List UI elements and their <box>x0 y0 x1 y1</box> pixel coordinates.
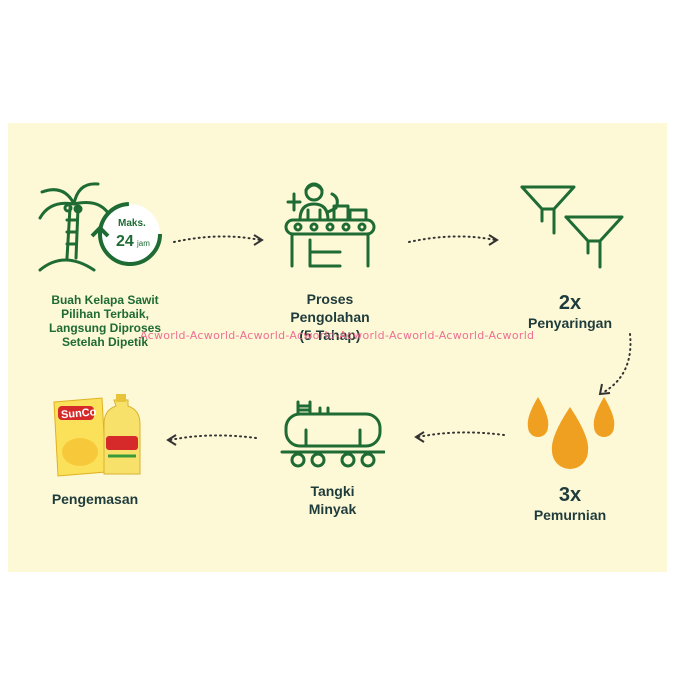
step-label-filtering: 2x Penyaringan <box>510 292 630 332</box>
flow-arrow <box>160 428 260 450</box>
watermark-text: Acworld-Acworld-Acworld-Acworld-Acworld-… <box>140 330 540 342</box>
flow-arrow <box>590 330 640 400</box>
double-funnel-icon <box>518 183 628 273</box>
flow-arrow <box>405 228 505 250</box>
flow-arrow <box>170 228 270 250</box>
factory-worker-conveyor-icon <box>280 180 380 270</box>
tanker-wagon-icon <box>280 400 385 470</box>
step-label-oil-tank: Tangki Minyak <box>275 482 390 518</box>
clock-prefix: Maks. <box>118 218 146 229</box>
step-label-packaging: Pengemasan <box>30 490 160 508</box>
step-label-refining: 3x Pemurnian <box>510 484 630 524</box>
flow-arrow <box>408 425 508 447</box>
palm-tree-clock-icon: Maks. 24 jam <box>34 178 164 273</box>
oil-drops-icon <box>520 395 630 475</box>
sunco-packaging-icon: SunCo <box>48 390 148 480</box>
clock-unit: jam <box>136 239 150 248</box>
clock-hours: 24 <box>116 233 134 250</box>
